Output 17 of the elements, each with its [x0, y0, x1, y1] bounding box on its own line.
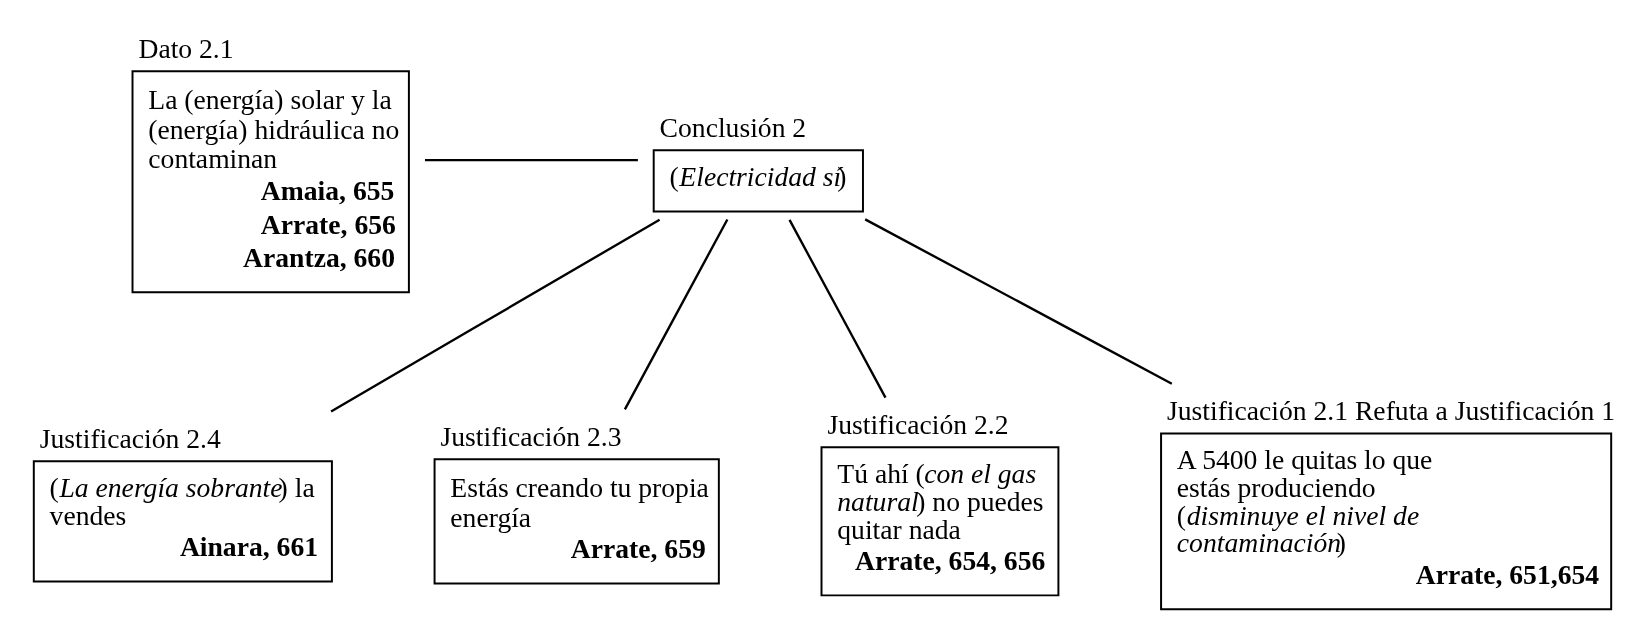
node-label: Justificación 2.1 Refuta a Justificación 1	[1166, 395, 1616, 427]
node-box: A 5400 le quitas lo que estás produciendo (disminuye el nivel de contaminación) Arrate, 651,654	[1160, 432, 1613, 611]
connector	[330, 218, 661, 413]
node-label: Conclusión 2	[659, 111, 807, 143]
node-box: Tú ahí (con el gas natural) no puedes quitar nada Arrate, 654, 656	[820, 446, 1060, 597]
node-label: Justificación 2.4	[39, 422, 221, 454]
node-label: Justificación 2.3	[440, 420, 622, 452]
node-box: (Electricidad sí)	[652, 149, 864, 213]
node-label: Dato 2.1	[138, 32, 234, 64]
connector	[864, 218, 1173, 385]
node-box: Estás creando tu propia energía Arrate, 659	[433, 458, 720, 585]
connector	[788, 219, 887, 399]
node-box: (La energía sobrante) la vendes Ainara, 661	[32, 460, 333, 583]
node-label: Justificación 2.2	[827, 408, 1009, 440]
connector	[425, 158, 638, 162]
node-box: La (energía) solar y la (energía) hidráulica no contaminan Amaia, 655 Arrate, 656 Arantza, 660	[131, 70, 410, 294]
connector	[623, 218, 729, 410]
